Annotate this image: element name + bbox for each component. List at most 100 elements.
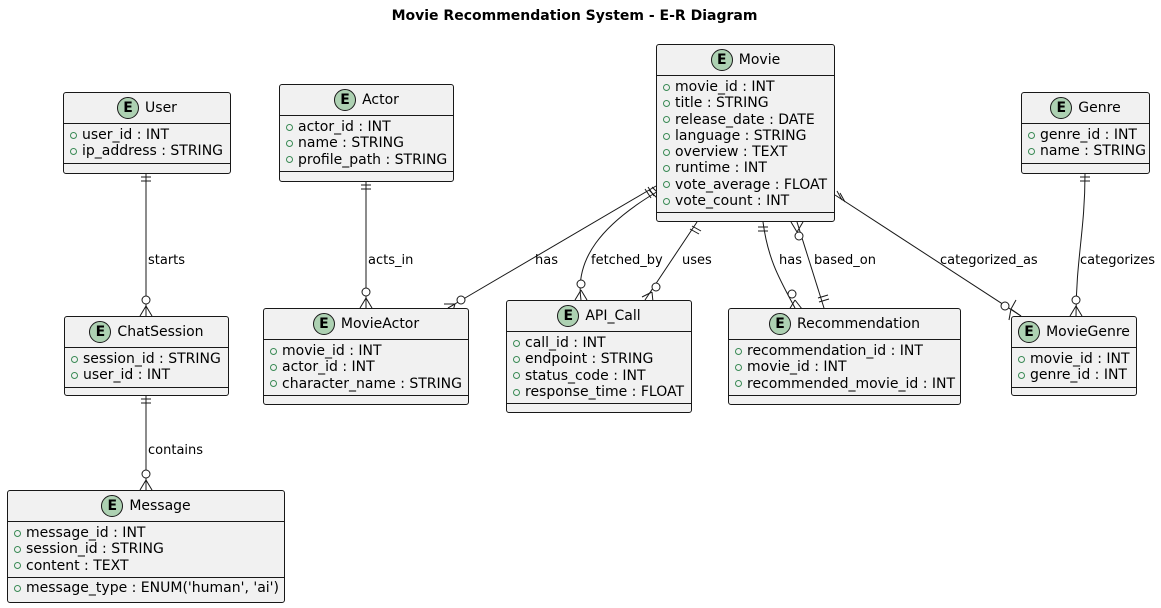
public-attribute-icon (735, 363, 742, 371)
public-attribute-icon (14, 562, 21, 570)
attribute-list: user_id : INT ip_address : STRING (64, 124, 230, 160)
attribute-row: character_name : STRING (264, 376, 468, 392)
entity-name: API_Call (585, 308, 641, 324)
public-attribute-icon (1028, 147, 1035, 155)
attribute-list: message_id : INT session_id : STRING con… (8, 522, 284, 574)
entity-actor: E Actor actor_id : INT name : STRING pro… (279, 84, 454, 182)
methods-divider (1022, 162, 1149, 164)
attribute-row: runtime : INT (657, 160, 834, 176)
public-attribute-icon (663, 83, 670, 91)
methods-divider (264, 394, 468, 396)
rel-label-based-on: based_on (814, 253, 876, 268)
edge-movie-movieactor (444, 185, 657, 315)
rel-label-uses: uses (682, 253, 712, 268)
edge-user-chatsession (139, 174, 153, 317)
attribute-row: genre_id : INT (1022, 127, 1149, 143)
public-attribute-icon (71, 371, 78, 379)
attribute-row: release_date : DATE (657, 112, 834, 128)
attribute-row: movie_id : INT (657, 79, 834, 95)
rel-label-categorizes: categorizes (1080, 253, 1155, 268)
attribute-row: recommended_movie_id : INT (729, 376, 960, 392)
methods-divider (65, 386, 228, 388)
public-attribute-icon (663, 165, 670, 173)
entity-badge-icon: E (334, 89, 357, 111)
attribute-row: profile_path : STRING (280, 152, 453, 168)
entity-header: E MovieActor (264, 309, 468, 340)
edge-movie-apicall-fetched (574, 186, 661, 301)
edge-movie-moviegenre (834, 190, 1022, 321)
attribute-row: overview : TEXT (657, 144, 834, 160)
entity-badge-icon: E (312, 313, 335, 335)
attribute-row: endpoint : STRING (507, 351, 691, 367)
entity-name: Movie (738, 52, 781, 68)
attribute-row: message_type : ENUM('human', 'ai') (8, 580, 284, 596)
public-attribute-icon (270, 347, 277, 355)
rel-label-acts-in: acts_in (368, 253, 414, 268)
public-attribute-icon (663, 197, 670, 205)
entity-header: E MovieGenre (1012, 317, 1136, 348)
attribute-row: user_id : INT (65, 367, 228, 383)
attribute-row: movie_id : INT (729, 359, 960, 375)
attribute-list: movie_id : INT actor_id : INT character_… (264, 340, 468, 392)
methods-divider (507, 403, 691, 405)
rel-label-movie-has-actor: has (535, 253, 558, 268)
extra-attribute-list: message_type : ENUM('human', 'ai') (8, 578, 284, 596)
entity-header: E Recommendation (729, 309, 960, 340)
attribute-row: user_id : INT (64, 127, 230, 143)
attribute-list: session_id : STRING user_id : INT (65, 348, 228, 384)
attribute-row: movie_id : INT (1012, 351, 1136, 367)
public-attribute-icon (513, 388, 520, 396)
public-attribute-icon (14, 545, 21, 553)
entity-message: E Message message_id : INT session_id : … (7, 490, 285, 603)
entity-header: E Movie (657, 45, 834, 76)
entity-name: User (145, 100, 177, 116)
attribute-row: call_id : INT (507, 335, 691, 351)
public-attribute-icon (663, 99, 670, 107)
entity-header: E ChatSession (65, 317, 228, 348)
rel-label-movie-has-rec: has (779, 253, 802, 268)
entity-name: Actor (362, 92, 399, 108)
methods-divider (280, 170, 453, 172)
attribute-row: actor_id : INT (264, 359, 468, 375)
attribute-row: name : STRING (1022, 143, 1149, 159)
methods-divider (657, 212, 834, 214)
entity-badge-icon: E (710, 49, 733, 71)
entity-user: E User user_id : INT ip_address : STRING (63, 92, 231, 174)
public-attribute-icon (286, 156, 293, 164)
entity-movie-actor: E MovieActor movie_id : INT actor_id : I… (263, 308, 469, 405)
attribute-row: movie_id : INT (264, 343, 468, 359)
public-attribute-icon (735, 380, 742, 388)
attribute-list: actor_id : INT name : STRING profile_pat… (280, 116, 453, 168)
public-attribute-icon (71, 355, 78, 363)
attribute-row: session_id : STRING (65, 351, 228, 367)
attribute-row: vote_average : FLOAT (657, 177, 834, 193)
attribute-row: session_id : STRING (8, 541, 284, 557)
entity-name: MovieGenre (1046, 324, 1130, 340)
edge-recommendation-movie-basedon (790, 221, 830, 309)
public-attribute-icon (1018, 355, 1025, 363)
diagram-title: Movie Recommendation System - E-R Diagra… (391, 8, 758, 24)
entity-badge-icon: E (1050, 97, 1073, 119)
entity-chat-session: E ChatSession session_id : STRING user_i… (64, 316, 229, 396)
entity-header: E User (64, 93, 230, 124)
public-attribute-icon (513, 355, 520, 363)
attribute-row: status_code : INT (507, 368, 691, 384)
public-attribute-icon (14, 584, 21, 592)
public-attribute-icon (1018, 371, 1025, 379)
attribute-row: genre_id : INT (1012, 367, 1136, 383)
entity-badge-icon: E (1018, 321, 1041, 343)
public-attribute-icon (663, 116, 670, 124)
entity-name: Message (129, 498, 191, 514)
public-attribute-icon (270, 363, 277, 371)
attribute-row: name : STRING (280, 135, 453, 151)
attribute-row: vote_count : INT (657, 193, 834, 209)
entity-name: ChatSession (117, 324, 204, 340)
attribute-list: movie_id : INT genre_id : INT (1012, 348, 1136, 384)
attribute-row: ip_address : STRING (64, 143, 230, 159)
methods-divider (729, 394, 960, 396)
entity-badge-icon: E (768, 313, 791, 335)
attribute-row: content : TEXT (8, 558, 284, 574)
entity-badge-icon: E (557, 305, 580, 327)
attribute-row: message_id : INT (8, 525, 284, 541)
